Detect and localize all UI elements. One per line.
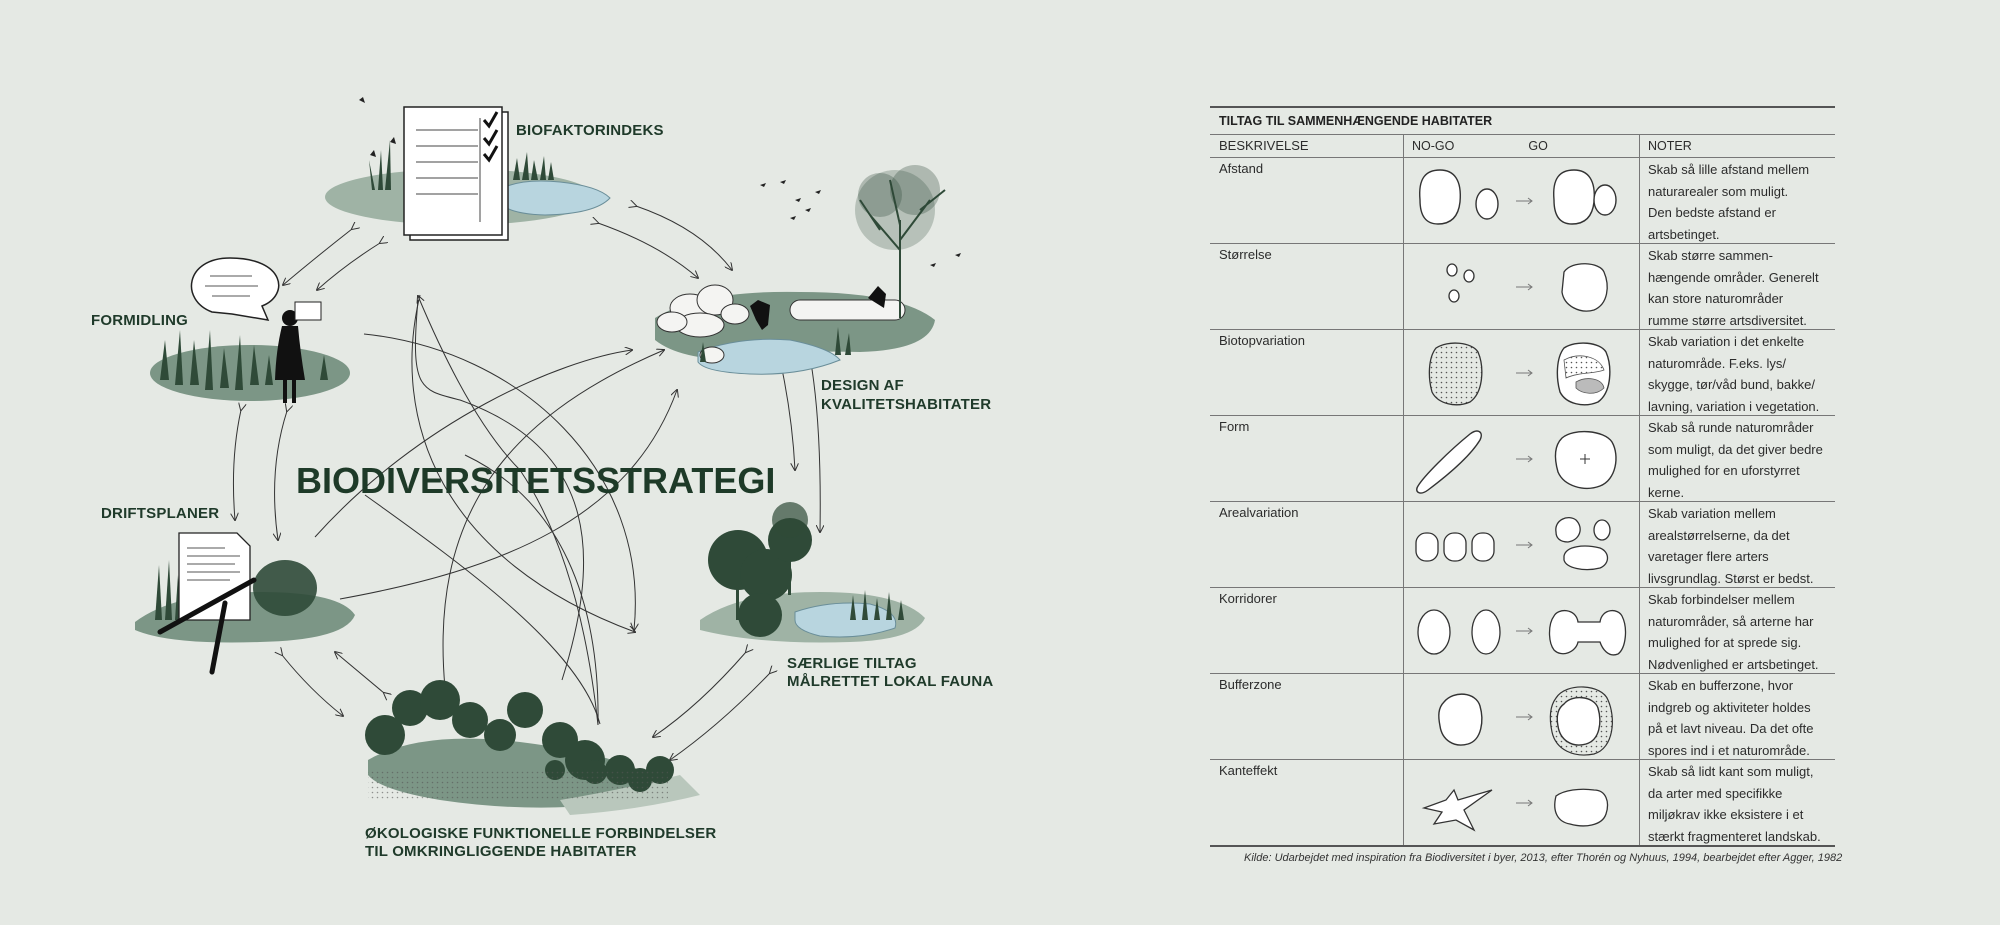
driftsplaner-illustration — [135, 532, 355, 675]
stoerrelse-shapes — [1446, 263, 1608, 312]
label-oekologiske-line2: TIL OMKRINGLIGGENDE HABITATER — [365, 843, 637, 860]
kanteffekt-shapes — [1421, 788, 1609, 832]
label-formidling: FORMIDLING — [91, 312, 188, 329]
row-name: Bufferzone — [1210, 674, 1404, 759]
label-driftsplaner: DRIFTSPLANER — [101, 505, 220, 522]
header-go: GO — [1528, 139, 1548, 153]
label-saerlige-line1: SÆRLIGE TILTAG — [787, 655, 917, 672]
table-source: Kilde: Udarbejdet med inspiration fra Bi… — [1244, 852, 1843, 864]
arealvariation-shapes — [1415, 517, 1611, 571]
label-biofaktorindeks: BIOFAKTORINDEKS — [516, 122, 664, 139]
row-name: Størrelse — [1210, 244, 1404, 329]
saerlige-illustration — [700, 502, 925, 643]
row-name: Afstand — [1210, 158, 1404, 243]
bird-icon — [359, 97, 396, 157]
table-title: TILTAG TIL SAMMENHÆNGENDE HABITATER — [1210, 108, 1835, 135]
afstand-shapes — [1419, 169, 1617, 225]
speech-bubble-icon — [190, 257, 280, 321]
row-illustration — [1404, 416, 1640, 501]
row-illustration — [1404, 674, 1640, 759]
row-notes: Skab variation i det enkelte naturområde… — [1648, 334, 1820, 414]
inner-arrows — [314, 295, 677, 726]
row-notes: Skab variation mellem arealstørrelserne,… — [1648, 506, 1814, 586]
row-notes: Skab så lidt kant som muligt, da arter m… — [1648, 764, 1821, 844]
rocks-icon — [656, 284, 750, 364]
table-row: Korridorer Skab forbindelser mellem natu… — [1210, 588, 1835, 674]
table-row: Bufferzone Skab en bufferzone, hvor indg… — [1210, 674, 1835, 760]
person-silhouette-icon — [275, 301, 322, 403]
plan-document-icon — [178, 532, 251, 621]
row-notes: Skab større sammen- hængende områder. Ge… — [1648, 248, 1819, 328]
header-noter: NOTER — [1648, 139, 1692, 153]
grass-icon — [369, 140, 554, 190]
row-notes: Skab så lille afstand mellem naturareale… — [1648, 162, 1810, 242]
row-notes: Skab så runde naturområder som muligt, d… — [1648, 420, 1823, 500]
korridorer-shapes — [1417, 609, 1627, 656]
table-row: Biotopvariation Skab variation i det enk… — [1210, 330, 1835, 416]
document-checklist-icon — [403, 106, 509, 241]
row-illustration — [1404, 330, 1640, 415]
label-design-line1: DESIGN AF — [821, 377, 904, 394]
tree-icon — [859, 179, 946, 318]
biofaktorindeks-illustration — [325, 97, 611, 241]
bush-icon — [253, 560, 317, 616]
row-illustration — [1404, 760, 1640, 845]
bird-icon — [760, 180, 961, 267]
row-illustration — [1404, 502, 1640, 587]
row-illustration — [1404, 588, 1640, 673]
row-notes: Skab en bufferzone, hvor indgreb og akti… — [1648, 678, 1814, 758]
row-name: Form — [1210, 416, 1404, 501]
diagram-title: BIODIVERSITETSSTRATEGI — [296, 460, 775, 501]
tree-icon — [708, 502, 812, 637]
row-illustration — [1404, 158, 1640, 243]
label-saerlige-line2: MÅLRETTET LOKAL FAUNA — [787, 673, 994, 690]
table-row: Form Skab så runde naturområder som muli… — [1210, 416, 1835, 502]
pruning-shears-icon — [157, 577, 257, 675]
formidling-illustration — [150, 257, 350, 403]
label-oekologiske-line1: ØKOLOGISKE FUNKTIONELLE FORBINDELSER — [365, 825, 717, 842]
table-row: Kanteffekt Skab så lidt kant som muligt,… — [1210, 760, 1835, 845]
form-shapes — [1416, 430, 1617, 494]
row-name: Biotopvariation — [1210, 330, 1404, 415]
bufferzone-shapes — [1438, 686, 1613, 756]
row-notes: Skab forbindelser mellem naturområder, s… — [1648, 592, 1819, 672]
table-row: Størrelse Skab større sammen- hængende o… — [1210, 244, 1835, 330]
table-row: Afstand Skab så lille afstand mellem nat… — [1210, 158, 1835, 244]
row-name: Korridorer — [1210, 588, 1404, 673]
table-header-row: BESKRIVELSE NO-GO GO NOTER — [1210, 135, 1835, 158]
header-beskrivelse: BESKRIVELSE — [1210, 135, 1404, 157]
biotopvariation-shapes — [1428, 342, 1611, 406]
design-illustration — [655, 165, 961, 375]
habitat-table: TILTAG TIL SAMMENHÆNGENDE HABITATER BESK… — [1210, 106, 1835, 847]
table-row: Arealvariation Skab variation mellem are… — [1210, 502, 1835, 588]
oekologiske-illustration — [365, 680, 700, 815]
header-nogo: NO-GO — [1412, 139, 1455, 153]
header-nogo-go: NO-GO GO — [1404, 135, 1640, 157]
row-name: Arealvariation — [1210, 502, 1404, 587]
label-design-line2: KVALITETSHABITATER — [821, 396, 992, 413]
row-name: Kanteffekt — [1210, 760, 1404, 845]
row-illustration — [1404, 244, 1640, 329]
